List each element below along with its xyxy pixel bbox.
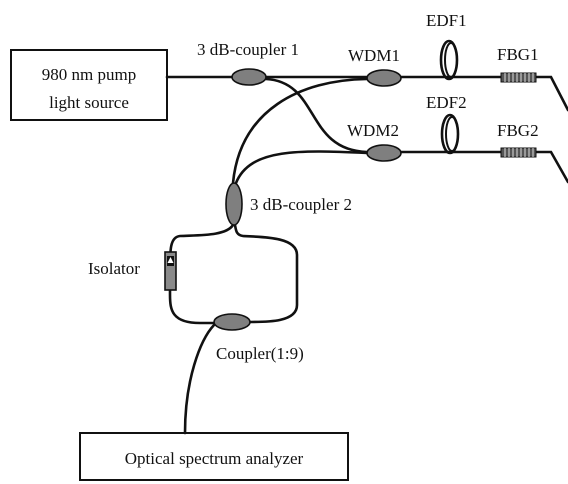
coupler1-component [231,68,267,86]
edf1-label: EDF1 [426,11,467,30]
osa-label: Optical spectrum analyzer [125,449,304,468]
fiber-coupler3-to-osa [183,323,216,435]
fbg2-label: FBG2 [497,121,539,140]
wdm1-component [366,69,402,87]
fiber-ring-loop [168,223,299,325]
fbg2-grating [500,147,537,158]
coupler2-label: 3 dB-coupler 2 [250,195,352,214]
isolator-component [164,251,177,291]
coupler2-component [225,182,243,226]
fiber-tail-fbg1 [534,75,568,112]
wdm2-component [366,144,402,162]
fiber-wdm1-to-coupler2 [231,77,369,185]
coupler3-component [213,313,251,331]
fbg1-grating [500,72,537,83]
coupler3-label: Coupler(1:9) [216,344,304,363]
wdm1-label: WDM1 [348,46,400,65]
pump-label-line1: 980 nm pump [42,65,136,84]
edf1-coil-inner [444,42,458,78]
fiber-tail-fbg2 [534,150,568,184]
edf2-label: EDF2 [426,93,467,112]
edf2-coil-inner [445,116,459,152]
coupler1-label: 3 dB-coupler 1 [197,40,299,59]
pump-source-box [10,49,168,121]
pump-label-line2: light source [49,93,129,112]
fiber-wdm2-to-coupler2 [234,150,369,185]
fbg1-label: FBG1 [497,45,539,64]
isolator-label: Isolator [88,259,140,278]
wdm2-label: WDM2 [347,121,399,140]
fiber-coupler1-to-wdm2 [264,77,369,154]
osa-box [79,432,349,481]
